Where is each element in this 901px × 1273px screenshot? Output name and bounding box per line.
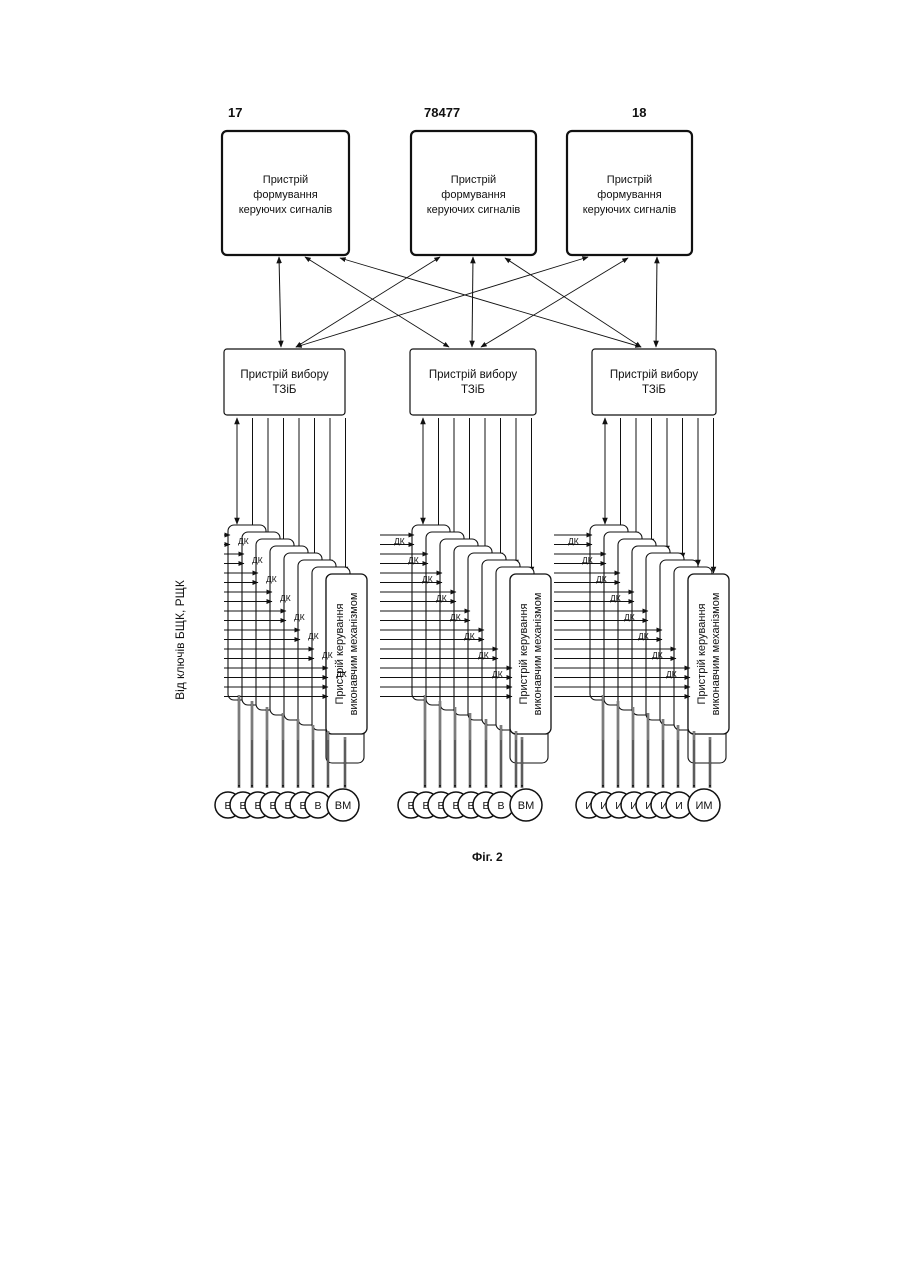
input-label-dk: ДК	[450, 612, 461, 622]
input-label-dk: ДК	[436, 593, 447, 603]
input-label-dk: ДК	[624, 612, 635, 622]
input-label-dk: ДК	[308, 631, 319, 641]
device-group: Пристрій формування керуючих сигналівПрист…	[554, 131, 729, 821]
cross-link-arrow	[340, 258, 641, 347]
input-label-dk: ДК	[610, 593, 621, 603]
selector-device-label: Пристрій вибору	[610, 369, 698, 381]
input-label-dk: ДК	[322, 650, 333, 660]
input-label-dk: ДК	[336, 669, 347, 679]
device-group: Пристрій формування керуючих сигналівПрист…	[215, 131, 367, 821]
input-label-dk: ДК	[408, 555, 419, 565]
signal-forming-device-label: формування	[253, 189, 317, 201]
input-label-dk: ДК	[568, 536, 579, 546]
page-number-left: 17	[228, 105, 242, 120]
selector-device-label: ТЗіБ	[461, 384, 485, 396]
input-label-dk: ДК	[294, 612, 305, 622]
input-label-dk: ДК	[394, 536, 405, 546]
signal-forming-device-label: Пристрій	[263, 174, 308, 186]
control-device-label: Пристрій керування	[518, 603, 530, 704]
input-label-dk: ДК	[596, 574, 607, 584]
signal-forming-device-label: керуючих сигналів	[427, 204, 521, 216]
signal-forming-device-label: керуючих сигналів	[239, 204, 333, 216]
input-label-dk: ДК	[252, 555, 263, 565]
cross-link-arrow	[505, 258, 641, 347]
cross-link-arrow	[296, 257, 440, 347]
input-label-dk: ДК	[582, 555, 593, 565]
control-device-label: виконавчим механізмом	[348, 593, 360, 716]
actuator-label: И	[675, 800, 683, 812]
selector-device-label: Пристрій вибору	[429, 369, 517, 381]
bidirectional-link-arrow	[656, 257, 657, 347]
actuator-label: ВМ	[518, 800, 535, 812]
cross-connection-lines	[279, 257, 657, 347]
signal-forming-device-label: формування	[441, 189, 505, 201]
signal-forming-device-label: Пристрій	[451, 174, 496, 186]
bidirectional-link-arrow	[472, 257, 473, 347]
input-label-dk: ДК	[478, 650, 489, 660]
selector-device-box	[224, 349, 345, 415]
bidirectional-link-arrow	[279, 257, 281, 347]
control-device-label: виконавчим механізмом	[532, 593, 544, 716]
input-label-dk: ДК	[652, 650, 663, 660]
input-label-dk: ДК	[422, 574, 433, 584]
control-device-label: виконавчим механізмом	[710, 593, 722, 716]
actuator-label: В	[497, 800, 504, 812]
selector-device-label: Пристрій вибору	[240, 369, 328, 381]
page-number-right: 18	[632, 105, 646, 120]
input-label-dk: ДК	[666, 669, 677, 679]
control-device-card-front	[688, 574, 729, 734]
input-label-dk: ДК	[638, 631, 649, 641]
control-device-card-front	[510, 574, 551, 734]
input-label-dk: ДК	[266, 574, 277, 584]
figure-caption: Фіг. 2	[472, 850, 503, 864]
signal-forming-device-label: керуючих сигналів	[583, 204, 677, 216]
side-input-label: Від ключів БЩК, РЩК	[173, 580, 187, 700]
control-device-label: Пристрій керування	[696, 603, 708, 704]
input-label-dk: ДК	[280, 593, 291, 603]
selector-device-label: ТЗіБ	[273, 384, 297, 396]
cross-link-arrow	[481, 258, 628, 347]
input-label-dk: ДК	[238, 536, 249, 546]
patent-number: 78477	[424, 105, 460, 120]
actuator-label: В	[314, 800, 321, 812]
device-group: Пристрій формування керуючих сигналівПрист…	[380, 131, 551, 821]
signal-forming-device-label: формування	[597, 189, 661, 201]
signal-forming-device-label: Пристрій	[607, 174, 652, 186]
selector-device-box	[592, 349, 716, 415]
selector-device-label: ТЗіБ	[642, 384, 666, 396]
cross-link-arrow	[305, 257, 449, 347]
input-label-dk: ДК	[464, 631, 475, 641]
selector-device-box	[410, 349, 536, 415]
control-device-label: Пристрій керування	[334, 603, 346, 704]
actuator-label: ВМ	[335, 800, 352, 812]
actuator-label: ИМ	[695, 800, 712, 812]
cross-link-arrow	[296, 257, 588, 347]
device-groups: Пристрійформуваннякеруючих сигналівПрист…	[215, 131, 729, 821]
input-label-dk: ДК	[492, 669, 503, 679]
